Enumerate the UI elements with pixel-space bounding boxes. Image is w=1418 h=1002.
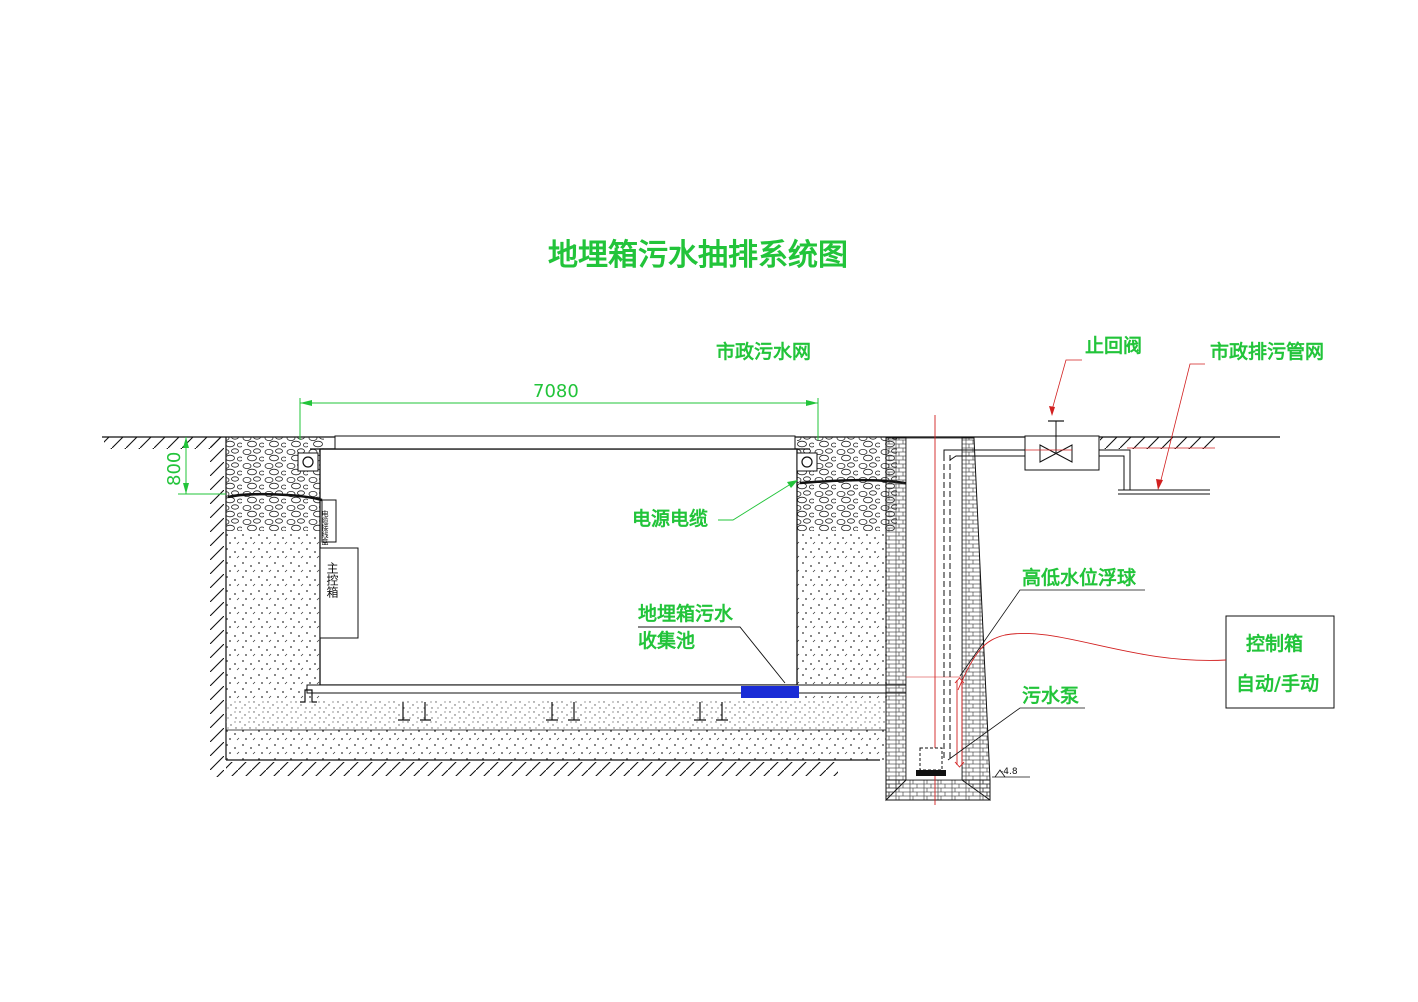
gravel-fill-left <box>226 437 324 531</box>
earth-bottom <box>226 759 880 776</box>
concrete-base <box>226 700 886 730</box>
width-dimension-text: 7080 <box>533 381 579 402</box>
sand-base <box>226 730 886 760</box>
control-box: 控制箱 自动/手动 <box>1225 615 1335 709</box>
gravel-fill-right <box>797 437 897 531</box>
label-collection-pool-1: 地埋箱污水 <box>638 602 734 625</box>
diagram-title: 地埋箱污水抽排系统图 <box>548 238 848 273</box>
leader-check-valve <box>1051 359 1082 411</box>
main-control-box-label: 主控箱 <box>325 562 339 598</box>
label-float-switch: 高低水位浮球 <box>1022 566 1137 589</box>
label-municipal-sewage-network: 市政污水网 <box>716 340 811 363</box>
leader-power-cable <box>718 481 795 521</box>
main-control-box: 主控箱 <box>319 547 359 639</box>
check-valve <box>1024 420 1100 471</box>
leader-collection-pool <box>638 626 786 684</box>
cable-junction-box: 电缆接线盒 <box>321 499 337 545</box>
label-municipal-drain-network: 市政排污管网 <box>1210 340 1324 363</box>
hinge-left <box>297 452 319 472</box>
leader-sewage-pump <box>947 707 1085 761</box>
label-collection-pool-2: 收集池 <box>638 629 695 652</box>
earth-wall-left <box>210 437 227 777</box>
label-check-valve: 止回阀 <box>1085 334 1142 357</box>
buried-box <box>306 435 908 694</box>
width-dimension <box>299 398 819 440</box>
small-box-label: 电缆接线盒 <box>321 509 329 545</box>
pit-level-marker: -4.8 <box>992 767 1030 778</box>
label-power-cable: 电源电缆 <box>632 507 708 530</box>
leader-drain-network <box>1159 363 1205 485</box>
control-box-title: 控制箱 <box>1246 632 1303 655</box>
float-switch <box>954 677 965 768</box>
box-outlet-pipe <box>741 686 799 698</box>
pump-pit <box>885 415 991 805</box>
discharge-pipe <box>1099 447 1215 495</box>
pit-level-text: -4.8 <box>1000 767 1018 777</box>
depth-dimension <box>178 437 226 495</box>
depth-dimension-text: 800 <box>164 452 185 486</box>
control-box-mode: 自动/手动 <box>1236 672 1319 695</box>
support-feet <box>300 689 728 721</box>
sand-fill-left <box>226 531 322 701</box>
hinge-right <box>796 452 818 472</box>
sewage-pump-symbol <box>916 747 946 776</box>
sand-fill-right <box>797 531 887 701</box>
control-signal-wire <box>957 632 1227 691</box>
leader-float-switch <box>959 589 1145 677</box>
discharge-riser <box>940 436 1025 760</box>
label-sewage-pump: 污水泵 <box>1022 685 1079 707</box>
